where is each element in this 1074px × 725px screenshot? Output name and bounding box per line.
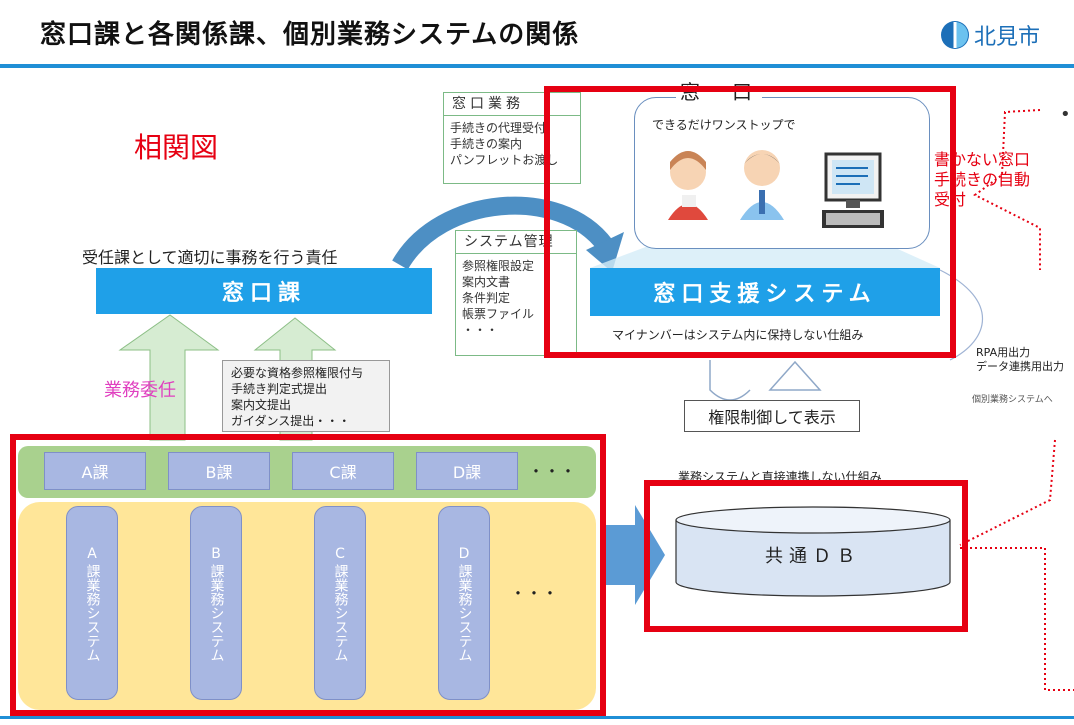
side-text-line: 書かない窓口	[934, 150, 1031, 169]
system-d-column: D 課業務システム	[438, 506, 490, 700]
department-b: B課	[168, 452, 270, 490]
correlation-diagram-label: 相関図	[134, 131, 219, 164]
highlight-frame-db	[644, 480, 968, 632]
city-logo: 北見市	[940, 18, 1040, 52]
highlight-frame-shien	[544, 86, 956, 358]
system-ellipsis: ・・・	[510, 584, 559, 603]
department-a: A課	[44, 452, 146, 490]
bottom-line	[0, 716, 1074, 719]
requirement-line: 案内文提出	[231, 398, 292, 412]
title-underline	[0, 64, 1074, 68]
kobetsu-system-note: 個別業務システムへ	[972, 395, 1053, 405]
system-kanri-line: 条件判定	[462, 291, 511, 305]
madoguchi-shien-system-bar: 窓口支援システム	[590, 268, 940, 316]
system-chars: 課業務システム	[456, 563, 473, 662]
department-d: D課	[416, 452, 518, 490]
rpa-output-note: RPA用出力 データ連携用出力	[976, 346, 1064, 374]
system-c-column: C 課業務システム	[314, 506, 366, 700]
juninka-responsibility-text: 受任課として適切に事務を行う責任	[82, 248, 338, 267]
one-stop-caption: できるだけワンストップで	[652, 118, 796, 132]
system-kanri-line: 帳票ファイル	[462, 307, 535, 321]
madoguchi-gyomu-line: 手続きの案内	[450, 137, 523, 151]
common-db-label: 共通ＤＢ	[765, 546, 861, 567]
requirements-box: 必要な資格参照権限付与 手続き判定式提出 案内文提出 ガイダンス提出・・・	[222, 360, 390, 432]
system-chars: 課業務システム	[332, 563, 349, 662]
system-chars: 課業務システム	[84, 563, 101, 662]
system-letter: A	[87, 545, 97, 562]
gyomu-inin-label: 業務委任	[104, 380, 176, 401]
madoguchi-gyomu-line: パンフレットお渡し	[450, 153, 559, 167]
highlight-frame-departments	[10, 434, 606, 716]
requirement-line: 手続き判定式提出	[231, 382, 328, 396]
system-b-column: B 課業務システム	[190, 506, 242, 700]
staff-and-citizen-icon	[668, 150, 784, 220]
madoguchi-ka-bar: 窓口課	[96, 268, 432, 314]
system-letter: B	[211, 545, 221, 562]
department-ellipsis: ・・・	[528, 462, 577, 481]
monitor-icon	[822, 152, 884, 228]
system-kanri-box: システム管理 参照権限設定 案内文書 条件判定 帳票ファイル ・・・	[455, 230, 577, 356]
system-letter: C	[335, 545, 345, 562]
system-kanri-line: 案内文書	[462, 275, 511, 289]
mynumber-note: マイナンバーはシステム内に保持しない仕組み	[612, 328, 864, 342]
department-c: C課	[292, 452, 394, 490]
system-chars: 課業務システム	[208, 563, 225, 662]
system-a-column: A 課業務システム	[66, 506, 118, 700]
rpa-line: RPA用出力	[976, 346, 1031, 359]
requirement-line: 必要な資格参照権限付与	[231, 366, 364, 380]
madoguchi-gyomu-head: 窓口業務	[444, 93, 580, 116]
page-title: 窓口課と各関係課、個別業務システムの関係	[40, 20, 580, 50]
system-kanri-line: ・・・	[462, 323, 499, 337]
madoguchi-gyomu-line: 手続きの代理受付	[450, 121, 547, 135]
side-text-line: 手続きの自動	[934, 170, 1031, 189]
system-letter: D	[458, 545, 470, 562]
kakanai-madoguchi-note: 書かない窓口 手続きの自動 受付	[934, 150, 1044, 210]
madoguchi-gyomu-box: 窓口業務 手続きの代理受付 手続きの案内 パンフレットお渡し	[443, 92, 581, 184]
kengen-control-box: 権限制御して表示	[684, 400, 860, 432]
system-kanri-head: システム管理	[456, 231, 576, 254]
requirement-line: ガイダンス提出・・・	[231, 414, 351, 428]
bullet-dot: •	[1060, 104, 1071, 125]
rpa-line: データ連携用出力	[976, 360, 1064, 373]
system-kanri-line: 参照権限設定	[462, 259, 535, 273]
common-db-cylinder	[675, 506, 951, 597]
city-logo-icon	[940, 20, 970, 50]
city-logo-text: 北見市	[974, 25, 1041, 50]
